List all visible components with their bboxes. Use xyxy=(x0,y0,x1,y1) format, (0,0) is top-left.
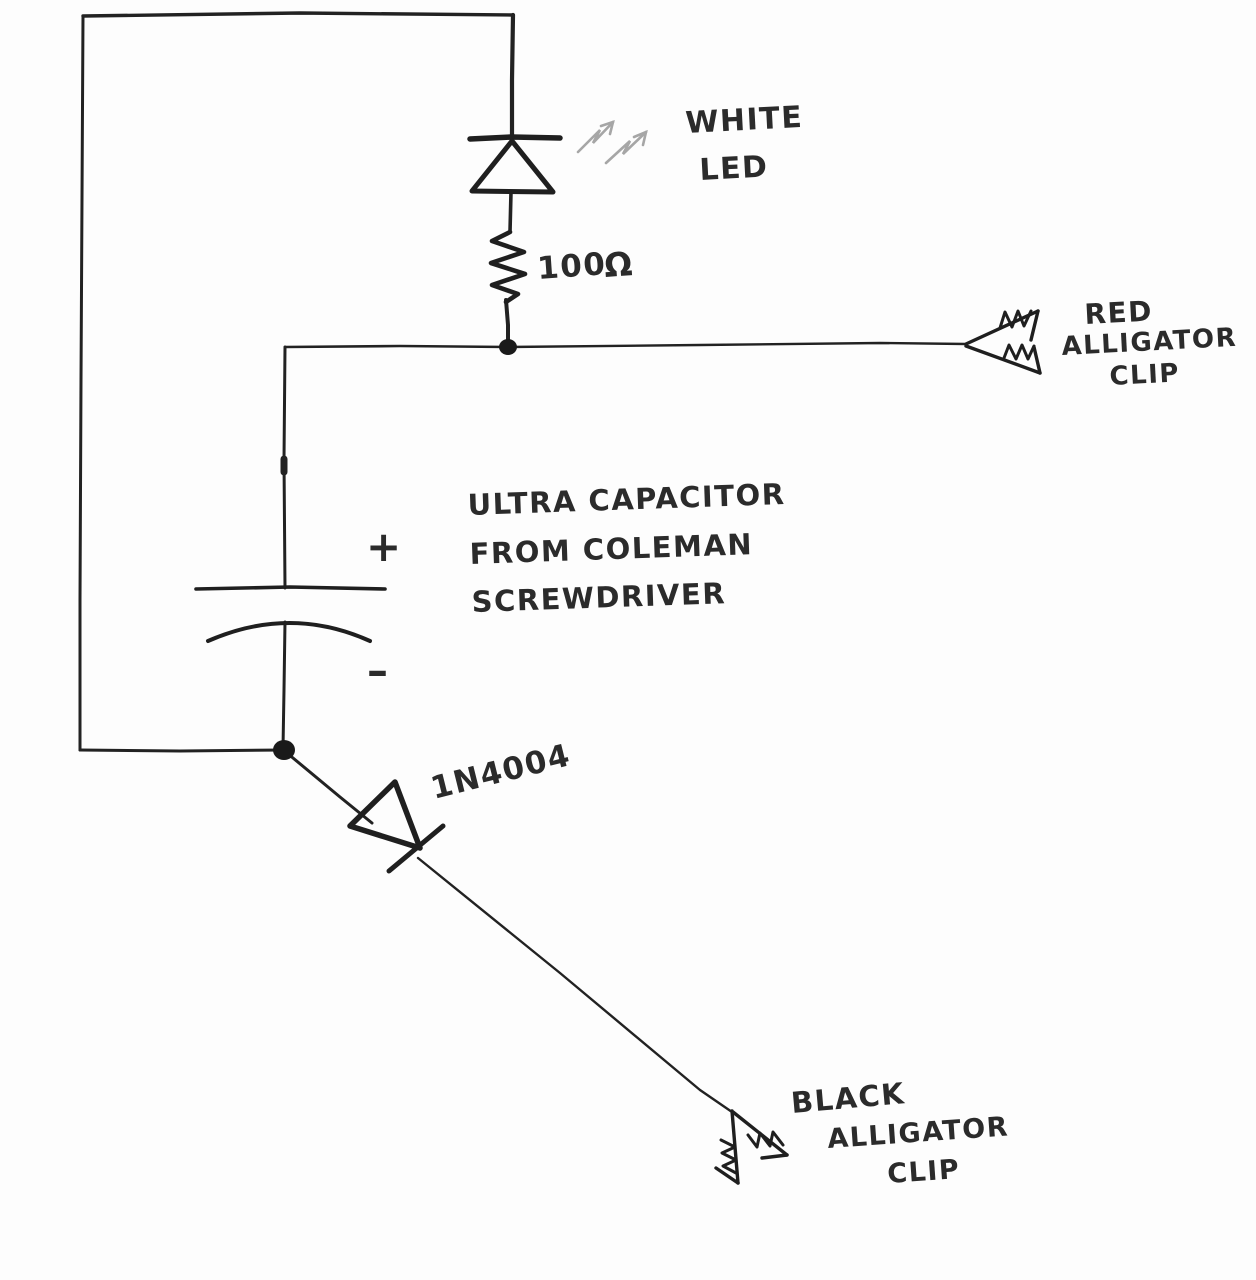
red-clip-upper-jaw xyxy=(964,309,1040,346)
black-clip-right-jaw-back xyxy=(760,1153,789,1160)
label-resistor-unit: Ω xyxy=(603,244,635,285)
white-led-symbol[interactable] xyxy=(467,120,648,195)
label-black-clip-line1: BLACK xyxy=(790,1076,907,1120)
diode-cathode-bar xyxy=(386,823,446,874)
red-clip-upper-teeth-icon xyxy=(998,309,1033,330)
label-white-led-line2: LED xyxy=(699,149,770,188)
wire-node-to-diode xyxy=(285,751,374,825)
capacitor-negative-plate xyxy=(206,621,372,643)
junction-node-group xyxy=(273,339,517,760)
wire-bottom-rail xyxy=(78,748,285,753)
led-cathode-bar xyxy=(467,134,563,142)
wire-capacitor-branch xyxy=(283,344,510,349)
diode-1n4004-symbol[interactable] xyxy=(347,779,446,874)
label-capacitor-line3: SCREWDRIVER xyxy=(471,576,727,619)
wire-left-rail xyxy=(78,14,85,752)
resistor-symbol[interactable] xyxy=(488,229,528,305)
wire-led-top-lead xyxy=(509,12,516,141)
capacitor-positive-plate xyxy=(194,585,387,591)
wire-capacitor-bottom-stem xyxy=(281,620,287,750)
label-capacitor-minus: – xyxy=(367,646,390,695)
wire-node-to-red-clip xyxy=(506,341,968,349)
black-clip-right-teeth-icon xyxy=(746,1130,785,1149)
black-clip-left-teeth-icon xyxy=(719,1138,738,1175)
resistor-zigzag xyxy=(488,229,528,305)
junction-node-resistor-red xyxy=(499,339,517,355)
diode-anode-triangle xyxy=(347,779,423,851)
red-clip-lower-jaw-back xyxy=(1032,345,1042,375)
junction-node-capacitor-negative xyxy=(273,740,295,760)
red-clip-lower-teeth-icon xyxy=(1002,343,1036,361)
black-clip-left-jaw-back xyxy=(714,1166,740,1185)
label-capacitor-line2: FROM COLEMAN xyxy=(469,527,754,571)
label-resistor-value: 100 xyxy=(536,246,608,287)
wire-led-to-resistor xyxy=(508,190,513,234)
ultra-capacitor-symbol[interactable] xyxy=(194,585,387,643)
wire-group xyxy=(78,11,968,1114)
label-diode-part: 1N4004 xyxy=(427,737,574,806)
wire-top-rail xyxy=(81,11,515,18)
label-group: WHITE LED 100 Ω + – ULTRA CAPACITOR FROM… xyxy=(366,100,1238,1190)
led-anode-triangle xyxy=(469,138,556,195)
red-clip-upper-jaw-back xyxy=(1029,309,1040,342)
label-white-led-line1: WHITE xyxy=(685,100,804,141)
red-clip-lower-jaw xyxy=(964,344,1042,375)
label-red-clip-line1: RED xyxy=(1084,294,1154,331)
label-black-clip-line3: CLIP xyxy=(886,1154,961,1190)
label-red-clip-line3: CLIP xyxy=(1109,358,1181,392)
black-alligator-clip-symbol[interactable] xyxy=(714,1109,789,1185)
red-alligator-clip-symbol[interactable] xyxy=(964,309,1042,375)
label-black-clip-line2: ALLIGATOR xyxy=(826,1111,1010,1155)
led-light-arrows-icon xyxy=(576,120,648,165)
label-capacitor-plus: + xyxy=(366,522,403,571)
label-capacitor-line1: ULTRA CAPACITOR xyxy=(467,477,786,522)
wire-diode-to-black-clip xyxy=(416,856,734,1114)
